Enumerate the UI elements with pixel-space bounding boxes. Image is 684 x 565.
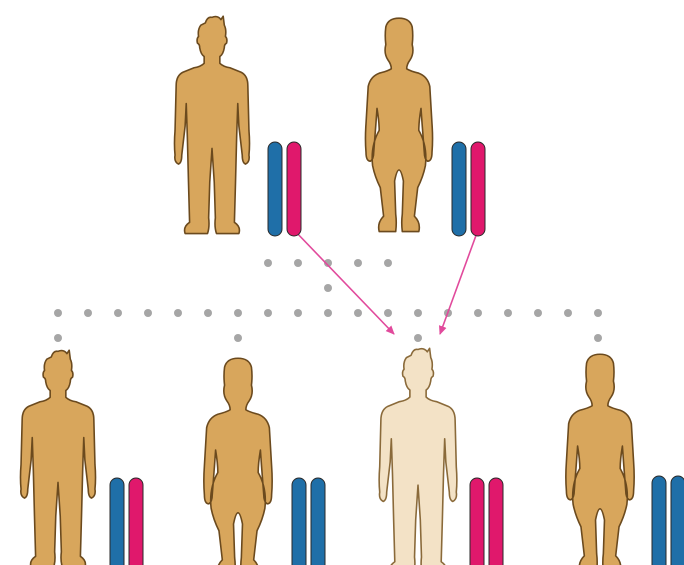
mother-person — [365, 18, 485, 236]
connector-dot — [354, 309, 362, 317]
connector-dot — [384, 259, 392, 267]
mother-chromosome-pair — [452, 142, 485, 236]
connector-dot — [324, 284, 332, 292]
child-1-chromosome-pair — [110, 478, 143, 565]
connector-dot — [414, 334, 422, 342]
connector-dot — [294, 309, 302, 317]
child-2-chromosome-blue-2 — [311, 478, 325, 565]
father-chromosome-blue-1 — [268, 142, 282, 236]
father-chromosome-pink-2 — [287, 142, 301, 236]
pedigree-connector-dots — [54, 259, 602, 342]
connector-dot — [84, 309, 92, 317]
connector-dot — [234, 309, 242, 317]
male-figure-icon — [379, 348, 457, 565]
connector-dot — [204, 309, 212, 317]
connector-dot — [534, 309, 542, 317]
connector-dot — [114, 309, 122, 317]
connector-dot — [294, 259, 302, 267]
connector-dot — [414, 309, 422, 317]
child-3-person — [379, 348, 503, 565]
connector-dot — [384, 309, 392, 317]
inheritance-arrow — [294, 230, 394, 334]
child-3-chromosome-pink-1 — [470, 478, 484, 565]
child-1-chromosome-blue-1 — [110, 478, 124, 565]
male-figure-icon — [174, 16, 249, 233]
child-3-chromosome-pink-2 — [489, 478, 503, 565]
connector-dot — [594, 309, 602, 317]
child-4-chromosome-blue-1 — [652, 476, 666, 565]
connector-dot — [54, 334, 62, 342]
connector-dot — [564, 309, 572, 317]
child-4-person — [566, 354, 684, 565]
connector-dot — [354, 259, 362, 267]
connector-dot — [264, 309, 272, 317]
child-4-chromosome-pair — [652, 476, 684, 565]
connector-dot — [54, 309, 62, 317]
child-3-chromosome-pair — [470, 478, 503, 565]
mother-chromosome-blue-1 — [452, 142, 466, 236]
child-1-chromosome-pink-2 — [129, 478, 143, 565]
child-4-chromosome-blue-2 — [671, 476, 684, 565]
connector-dot — [234, 334, 242, 342]
female-figure-icon — [365, 18, 432, 231]
mother-chromosome-pink-2 — [471, 142, 485, 236]
connector-dot — [594, 334, 602, 342]
connector-dot — [504, 309, 512, 317]
connector-dot — [144, 309, 152, 317]
connector-dot — [264, 259, 272, 267]
child-1-person — [20, 350, 143, 565]
father-person — [174, 16, 301, 236]
inheritance-arrows — [294, 230, 478, 334]
female-figure-icon — [204, 358, 272, 565]
child-2-chromosome-pair — [292, 478, 325, 565]
male-figure-icon — [20, 350, 95, 565]
connector-dot — [474, 309, 482, 317]
child-2-person — [204, 358, 325, 565]
connector-dot — [324, 309, 332, 317]
child-2-chromosome-blue-1 — [292, 478, 306, 565]
connector-dot — [174, 309, 182, 317]
inheritance-arrow — [440, 230, 478, 334]
female-figure-icon — [566, 354, 634, 565]
father-chromosome-pair — [268, 142, 301, 236]
